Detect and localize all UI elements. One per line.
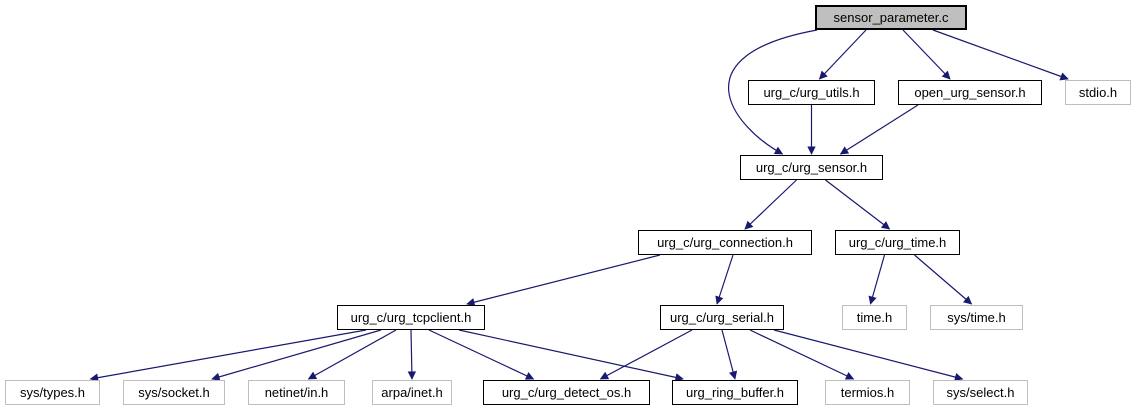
graph-node-sys_time: sys/time.h [930,305,1023,330]
graph-node-label: urg_c/urg_serial.h [669,310,775,325]
graph-node-label: stdio.h [1078,85,1118,100]
graph-edge-urg_connection-to-urg_tcpclient [466,254,661,307]
graph-edge-urg_serial-to-sys_select [773,329,964,382]
graph-edge-sensor_parameter_c-to-urg_utils [818,29,867,80]
graph-edge-urg_time-to-time_h [868,254,886,305]
graph-node-label: time.h [856,310,893,325]
graph-edge-urg_serial-to-urg_ring_buffer [721,329,738,380]
graph-node-label: sys/select.h [946,385,1015,400]
graph-node-label: sys/time.h [947,310,1006,325]
graph-edge-open_urg_sensor-to-urg_sensor [839,104,919,155]
graph-node-termios: termios.h [825,380,910,405]
graph-node-label: urg_c/urg_time.h [848,235,947,250]
graph-edge-sensor_parameter_c-to-open_urg_sensor [902,29,951,80]
graph-node-label: sensor_parameter.c [833,10,949,25]
graph-edge-sensor_parameter_c-to-urg_sensor [727,29,818,155]
graph-node-arpa_inet: arpa/inet.h [372,380,452,405]
graph-node-label: urg_ring_buffer.h [685,385,785,400]
graph-node-label: open_urg_sensor.h [914,85,1026,100]
graph-edge-urg_sensor-to-urg_connection [744,179,797,230]
graph-edge-urg_time-to-sys_time [914,254,973,305]
graph-node-urg_detect_os[interactable]: urg_c/urg_detect_os.h [483,380,650,405]
graph-edge-urg_tcpclient-to-netinet_in [307,329,397,380]
graph-node-urg_tcpclient[interactable]: urg_c/urg_tcpclient.h [337,305,485,330]
graph-edge-urg_tcpclient-to-sys_socket [211,329,382,381]
graph-node-label: sys/types.h [19,385,86,400]
graph-node-label: urg_c/urg_detect_os.h [501,385,632,400]
graph-edge-urg_tcpclient-to-sys_types [89,329,367,382]
graph-edge-urg_tcpclient-to-arpa_inet [407,329,417,380]
graph-node-urg_time[interactable]: urg_c/urg_time.h [835,230,960,255]
graph-node-netinet_in: netinet/in.h [248,380,345,405]
graph-edge-urg_serial-to-termios [749,329,855,380]
graph-node-time_h: time.h [842,305,907,330]
graph-node-urg_sensor[interactable]: urg_c/urg_sensor.h [740,155,883,180]
graph-node-urg_utils[interactable]: urg_c/urg_utils.h [748,80,875,105]
graph-edge-urg_serial-to-urg_detect_os [599,329,693,380]
graph-node-sensor_parameter_c[interactable]: sensor_parameter.c [815,5,967,30]
graph-node-label: netinet/in.h [264,385,329,400]
graph-node-label: urg_c/urg_utils.h [763,85,860,100]
graph-node-sys_select: sys/select.h [933,380,1028,405]
graph-node-sys_socket: sys/socket.h [123,380,225,405]
graph-node-label: urg_c/urg_tcpclient.h [350,310,472,325]
graph-node-label: termios.h [840,385,895,400]
graph-node-label: urg_c/urg_sensor.h [755,160,868,175]
graph-node-label: urg_c/urg_connection.h [657,235,793,250]
graph-edge-urg_tcpclient-to-urg_detect_os [428,329,535,380]
graph-node-urg_serial[interactable]: urg_c/urg_serial.h [660,305,784,330]
graph-node-urg_ring_buffer[interactable]: urg_ring_buffer.h [672,380,798,405]
graph-node-sys_types: sys/types.h [5,380,100,405]
graph-edge-sensor_parameter_c-to-stdio [932,29,1069,81]
graph-node-stdio: stdio.h [1065,80,1131,105]
graph-edge-urg_tcpclient-to-urg_ring_buffer [458,329,684,382]
graph-node-label: sys/socket.h [138,385,210,400]
graph-edge-urg_sensor-to-urg_time [825,179,891,230]
graph-node-urg_connection[interactable]: urg_c/urg_connection.h [638,230,812,255]
graph-node-open_urg_sensor[interactable]: open_urg_sensor.h [898,80,1042,105]
graph-edge-urg_connection-to-urg_serial [715,254,734,305]
graph-node-label: arpa/inet.h [381,385,443,400]
